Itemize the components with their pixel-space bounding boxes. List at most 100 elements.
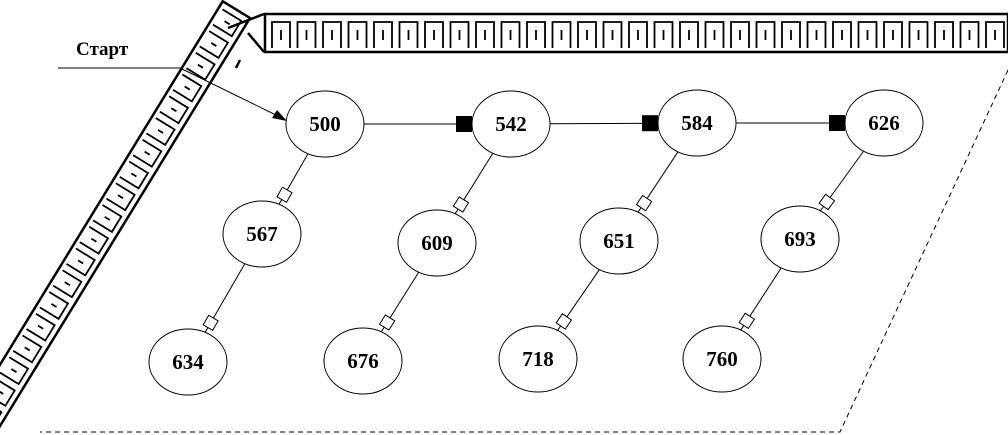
hollow-square-marker (452, 196, 470, 213)
node-634: 634 (148, 328, 228, 396)
ruler-tick (755, 21, 776, 48)
node-circle (579, 207, 659, 275)
ruler-tick (132, 139, 163, 168)
ruler-tick (296, 21, 317, 48)
node-circle (682, 325, 762, 393)
ruler-tick (271, 21, 291, 48)
top-ruler (263, 12, 1008, 54)
node-609: 609 (397, 209, 477, 277)
ruler-tick (628, 21, 648, 48)
side-ruler-ticks (0, 8, 243, 429)
node-circle (471, 90, 551, 158)
node-label: 760 (706, 347, 738, 371)
node-567: 567 (222, 200, 302, 268)
start-label: Старт (76, 39, 129, 60)
ruler-tick (449, 21, 470, 48)
ruler-tick (500, 21, 521, 48)
ruler-tick (857, 21, 878, 48)
ruler-tick (92, 204, 123, 234)
markers-layer (202, 115, 845, 332)
ruler-tick (679, 21, 699, 48)
node-label: 626 (868, 111, 900, 135)
node-500: 500 (285, 90, 365, 158)
ruler-tick (908, 21, 929, 48)
hollow-square-marker (635, 194, 653, 212)
ruler-tick (577, 21, 597, 48)
node-circle (222, 200, 302, 268)
node-651: 651 (579, 207, 659, 275)
ruler-tick (26, 312, 56, 342)
node-542: 542 (471, 90, 551, 158)
node-626: 626 (844, 89, 924, 157)
ruler-tick (398, 21, 419, 48)
node-circle (323, 327, 403, 395)
ruler-tick (12, 334, 43, 364)
start-pointer: Старт (58, 39, 287, 121)
node-label: 609 (421, 231, 453, 255)
top-ruler-frame (263, 12, 1008, 54)
field-dashed-border (40, 69, 1008, 433)
hollow-square-marker (378, 314, 396, 331)
ruler-tick (551, 21, 572, 48)
filled-square-marker (456, 116, 472, 132)
node-circle (148, 328, 228, 396)
ruler-tick (730, 21, 750, 48)
filled-square-marker (642, 115, 659, 132)
start-arrow-line (179, 67, 279, 117)
node-label: 542 (495, 112, 527, 136)
node-circle (657, 89, 737, 157)
nodes-layer: 500 542 584 626 567 609 651 693 (148, 89, 924, 396)
ruler-tick (806, 21, 827, 48)
ruler-tick (653, 21, 674, 48)
node-circle (285, 90, 365, 158)
node-584: 584 (657, 89, 737, 157)
filled-square-marker (829, 115, 845, 131)
ruler-tick (704, 21, 725, 48)
ruler-tick (424, 21, 444, 48)
side-ruler (0, 0, 252, 435)
hollow-square-marker (555, 313, 573, 330)
node-label: 676 (347, 349, 379, 373)
ruler-tick (602, 21, 623, 48)
node-label: 567 (246, 222, 278, 246)
ruler-tick (322, 21, 342, 48)
node-label: 634 (172, 350, 204, 374)
node-label: 651 (603, 229, 635, 253)
ruler-tick (52, 269, 83, 299)
ruler-tick (172, 73, 203, 103)
hollow-square-marker (818, 193, 836, 211)
ruler-tick (66, 247, 96, 277)
start-arrowhead (272, 110, 287, 121)
ruler-tick (475, 21, 495, 48)
node-760: 760 (682, 325, 762, 393)
ruler-tick (212, 8, 243, 38)
node-circle (844, 89, 924, 157)
ruler-tick (79, 225, 110, 255)
node-circle (397, 209, 477, 277)
node-label: 500 (309, 112, 341, 136)
ruler-tick (934, 21, 954, 48)
ruler-tick (199, 30, 230, 60)
ruler-corner-joint (227, 12, 265, 69)
ruler-tick (373, 21, 393, 48)
ruler-tick (781, 21, 801, 48)
ruler-tick (106, 182, 136, 212)
hollow-square-marker (738, 312, 756, 330)
node-label: 718 (522, 347, 554, 371)
ruler-tick (883, 21, 903, 48)
ruler-tick (119, 160, 150, 190)
node-label: 584 (681, 111, 713, 135)
ruler-tick (0, 356, 30, 386)
ruler-tick (985, 21, 1005, 48)
ruler-tick (347, 21, 368, 48)
ruler-tick (39, 291, 70, 321)
node-circle (760, 205, 840, 273)
ruler-tick (959, 21, 980, 48)
hollow-square-marker (276, 186, 293, 203)
ruler-tick (145, 117, 176, 147)
node-718: 718 (498, 325, 578, 393)
ruler-tick (526, 21, 546, 48)
hollow-square-marker (202, 314, 219, 332)
edge-542-584 (549, 122, 659, 125)
